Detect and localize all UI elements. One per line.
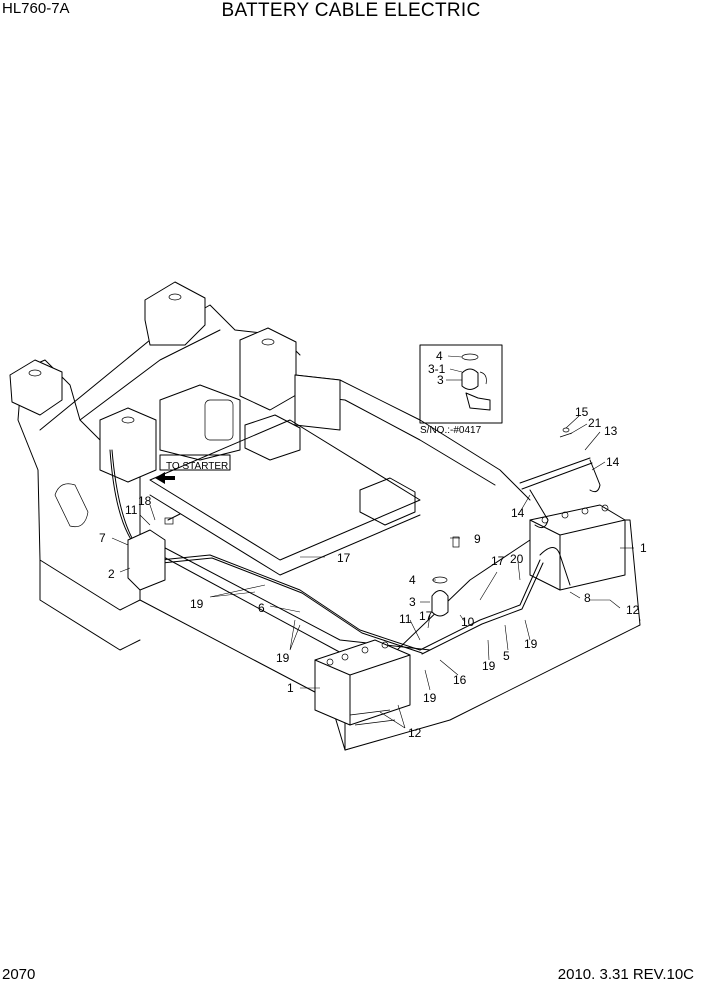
callout-18: 18	[138, 494, 152, 508]
callout-10: 10	[461, 615, 475, 629]
callout-5: 5	[503, 649, 510, 663]
callout-17-middle: 17	[419, 609, 433, 623]
serial-number-note: S/NO.:-#0417	[420, 425, 482, 436]
callout-19-center: 19	[276, 651, 290, 665]
callout-19-far-right: 19	[524, 637, 538, 651]
page-number: 2070	[2, 966, 36, 983]
hardware	[127, 427, 601, 617]
callout-4-main: 4	[409, 573, 416, 587]
callout-3-inset: 3	[437, 373, 444, 387]
callout-21: 21	[588, 416, 602, 430]
callout-14-lower: 14	[511, 506, 525, 520]
callout-12-rear: 12	[626, 603, 640, 617]
callout-17-left: 17	[337, 551, 351, 565]
callout-2: 2	[108, 567, 115, 581]
callout-4-inset: 4	[436, 349, 443, 363]
callout-19-right: 19	[482, 659, 496, 673]
to-starter-note: TO STARTER	[166, 461, 228, 472]
callout-16: 16	[453, 673, 467, 687]
battery-rear	[529, 504, 626, 591]
callout-3-1: 3-1	[428, 362, 446, 376]
callout-3-main: 3	[409, 595, 416, 609]
model-code: HL760-7A	[2, 0, 70, 17]
callout-19-left: 19	[190, 597, 204, 611]
callout-11-middle: 11	[399, 612, 412, 626]
callout-1-front: 1	[287, 681, 294, 695]
page-title: BATTERY CABLE ELECTRIC	[221, 0, 481, 21]
callout-6: 6	[258, 601, 265, 615]
callout-15: 15	[575, 405, 589, 419]
callout-12-front: 12	[408, 726, 422, 740]
callout-labels: 4 3-1 3 15 21 13 14 14 1 8 12 18 11 7 2 …	[99, 349, 647, 740]
chassis-frame	[9, 281, 641, 751]
callout-9: 9	[474, 532, 481, 546]
callout-20: 20	[510, 552, 524, 566]
revision-date: 2010. 3.31 REV.10C	[557, 966, 694, 983]
callout-11-left: 11	[125, 503, 138, 517]
callout-1-rear: 1	[640, 541, 647, 555]
battery-front	[314, 639, 411, 726]
leader-lines	[111, 355, 634, 729]
callout-14-upper: 14	[606, 455, 620, 469]
callout-8: 8	[584, 591, 591, 605]
callout-13: 13	[604, 424, 618, 438]
callout-7: 7	[99, 531, 106, 545]
callout-19-front: 19	[423, 691, 437, 705]
callout-17-right: 17	[491, 554, 505, 568]
